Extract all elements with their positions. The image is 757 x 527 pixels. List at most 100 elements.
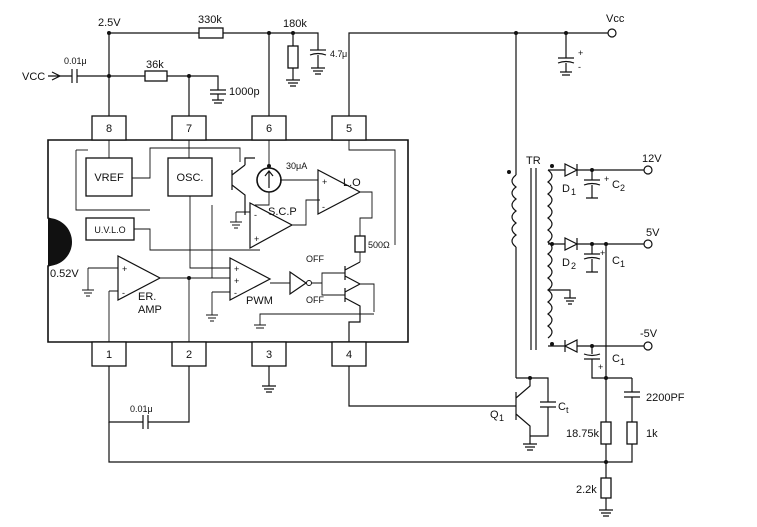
top-network: 2.5V 330k 180k 4.7 μ VCC 0.01μ 36k 1000p bbox=[22, 13, 625, 116]
pin-5-number: 5 bbox=[346, 123, 352, 135]
pin-6 bbox=[251, 115, 287, 141]
label-1000p: 1000p bbox=[229, 86, 260, 98]
label-36k: 36k bbox=[146, 59, 164, 71]
pin-8-number: 8 bbox=[106, 123, 112, 135]
label-vcc-input: VCC bbox=[22, 71, 45, 83]
label-c2: C bbox=[612, 179, 620, 191]
switch-q1: Q 1 C t bbox=[490, 376, 569, 451]
label-4-7: 4.7 bbox=[330, 49, 343, 59]
output-5v: D 2 5V + C 1 bbox=[562, 227, 660, 422]
label-d1-sub: 1 bbox=[571, 187, 576, 197]
pin-4-number: 4 bbox=[346, 349, 352, 361]
bottom-network: 0.01μ bbox=[108, 366, 608, 464]
label-ct-sub: t bbox=[566, 405, 569, 415]
label-30ua: 30μA bbox=[286, 161, 307, 171]
lo-comparator: + - L.O bbox=[280, 169, 373, 236]
label-vref: VREF bbox=[94, 172, 124, 184]
resistor-330k bbox=[198, 27, 224, 39]
resistor-1k bbox=[626, 421, 638, 445]
internal-blocks: VREF OSC. U.V.L.O bbox=[75, 140, 396, 279]
resistor-18-75k bbox=[600, 421, 612, 445]
label-2-2k: 2.2k bbox=[576, 484, 597, 496]
pin-7-number: 7 bbox=[186, 123, 192, 135]
label-vcc-cap-plus: + bbox=[578, 48, 583, 58]
terminal-12v bbox=[643, 165, 653, 175]
label-0-01u-top: 0.01μ bbox=[64, 56, 87, 66]
label-osc: OSC. bbox=[177, 172, 204, 184]
vref-block bbox=[85, 157, 133, 197]
label-330k: 330k bbox=[198, 14, 222, 26]
lo-minus: - bbox=[322, 202, 325, 212]
label-vcc-cap-minus: - bbox=[578, 62, 581, 72]
label-18-75k: 18.75k bbox=[566, 428, 600, 440]
output-12v: D 1 12V + C 2 bbox=[562, 153, 662, 199]
label-ct: C bbox=[558, 401, 566, 413]
label-tr: TR bbox=[526, 155, 541, 167]
c1b-plus: + bbox=[598, 362, 603, 372]
feedback-network: 2200PF 18.75k 1k 2.2k bbox=[566, 378, 685, 517]
label-q1-sub: 1 bbox=[499, 413, 504, 423]
label-q1: Q bbox=[490, 409, 499, 421]
ic-package: 8 7 6 5 1 2 3 4 bbox=[47, 115, 409, 367]
label-2200pf: 2200PF bbox=[646, 392, 685, 404]
buffer bbox=[270, 270, 333, 296]
scp-minus: - bbox=[254, 210, 257, 220]
label-2-5v: 2.5V bbox=[98, 17, 121, 29]
output-minus-5v: -5V + C 1 bbox=[563, 328, 658, 380]
label-lo: L.O bbox=[343, 177, 361, 189]
label-4-7-unit: μ bbox=[342, 49, 347, 59]
pwm-plus-1: + bbox=[234, 264, 239, 274]
pin-3 bbox=[251, 341, 287, 367]
label-minus-5v: -5V bbox=[640, 328, 658, 340]
osc-block bbox=[167, 157, 213, 197]
label-c1b-sub: 1 bbox=[620, 357, 625, 367]
resistor-36k bbox=[144, 70, 168, 82]
label-er: ER. bbox=[138, 291, 156, 303]
pin-3-number: 3 bbox=[266, 349, 272, 361]
label-c1a: C bbox=[612, 255, 620, 267]
label-amp: AMP bbox=[138, 304, 162, 316]
label-0-01u-bottom: 0.01μ bbox=[130, 404, 153, 414]
pwm-minus: - bbox=[234, 288, 237, 298]
er-amp-plus: + bbox=[122, 264, 127, 274]
scp-comparator: - + S.C.P bbox=[230, 199, 320, 250]
label-500-ohm: 500Ω bbox=[368, 240, 390, 250]
label-vcc-output: Vcc bbox=[606, 13, 625, 25]
resistor-500-ohm bbox=[354, 235, 366, 253]
resistor-2-2k bbox=[600, 477, 612, 499]
error-amplifier: + - ER. AMP 0.52V bbox=[50, 255, 230, 342]
c2-plus: + bbox=[604, 174, 609, 184]
label-1k: 1k bbox=[646, 428, 658, 440]
pwm-comparator: + + - PWM bbox=[206, 257, 273, 322]
lo-plus: + bbox=[322, 177, 327, 187]
label-c1b: C bbox=[612, 353, 620, 365]
er-amp-minus: - bbox=[122, 288, 125, 298]
label-d1: D bbox=[562, 183, 570, 195]
label-c1a-sub: 1 bbox=[620, 259, 625, 269]
ic-notch bbox=[48, 218, 72, 266]
terminal-5v bbox=[643, 239, 653, 249]
pin-6-number: 6 bbox=[266, 123, 272, 135]
label-off-1: OFF bbox=[306, 254, 324, 264]
label-uvlo: U.V.L.O bbox=[94, 225, 125, 235]
pin-2-number: 2 bbox=[186, 349, 192, 361]
label-c2-sub: 2 bbox=[620, 183, 625, 193]
transformer: TR bbox=[507, 33, 576, 378]
label-0-52v: 0.52V bbox=[50, 268, 79, 280]
output-stage: 500Ω OFF OFF bbox=[306, 235, 390, 342]
label-off-2: OFF bbox=[306, 295, 324, 305]
label-d2: D bbox=[562, 257, 570, 269]
label-180k: 180k bbox=[283, 18, 307, 30]
pin-1-number: 1 bbox=[106, 349, 112, 361]
c1a-plus: + bbox=[600, 248, 605, 258]
label-12v: 12V bbox=[642, 153, 662, 165]
pin-1 bbox=[91, 341, 127, 367]
terminal-minus-5v bbox=[643, 341, 653, 351]
pwm-plus-2: + bbox=[234, 276, 239, 286]
label-scp: S.C.P bbox=[268, 206, 297, 218]
resistor-180k bbox=[287, 45, 299, 69]
label-d2-sub: 2 bbox=[571, 261, 576, 271]
label-pwm: PWM bbox=[246, 295, 273, 307]
scp-plus: + bbox=[254, 234, 259, 244]
